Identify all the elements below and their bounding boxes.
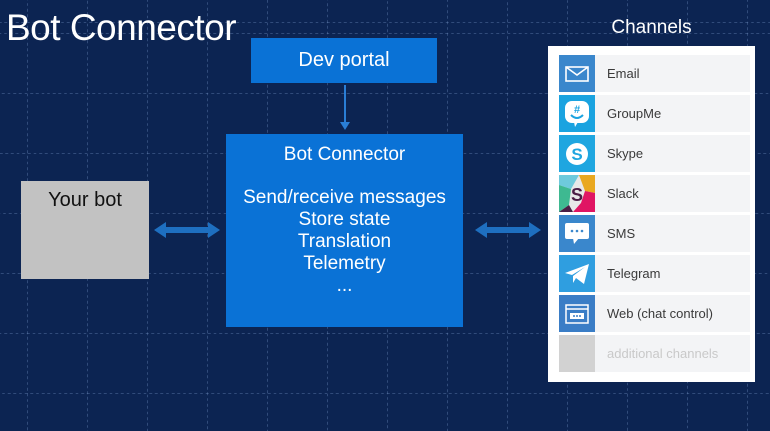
feature-list: Send/receive messages Store state Transl… [226, 187, 463, 297]
your-bot-label: Your bot [48, 189, 122, 211]
double-arrow-icon [154, 222, 220, 238]
envelope-icon [559, 55, 595, 92]
feature-item: Send/receive messages [243, 187, 446, 208]
channel-skype: S Skype [559, 135, 750, 172]
feature-item: Translation [297, 231, 392, 252]
bot-connector-box: Bot Connector Send/receive messages Stor… [226, 134, 463, 327]
channel-label: Email [607, 66, 640, 81]
feature-item: ... [336, 275, 353, 296]
channel-label: Web (chat control) [607, 306, 713, 321]
skype-icon: S [559, 135, 595, 172]
channel-label: Skype [607, 146, 644, 161]
channel-groupme: # GroupMe [559, 95, 750, 132]
bot-connector-title: Bot Connector [283, 144, 406, 165]
channel-label: additional channels [607, 346, 719, 361]
channels-title: Channels [611, 17, 692, 38]
svg-text:S: S [571, 145, 582, 164]
channel-sms: SMS [559, 215, 750, 252]
double-arrow-icon [475, 222, 541, 238]
feature-item: Telemetry [303, 253, 386, 274]
channel-label: SMS [607, 226, 636, 241]
feature-item: Store state [298, 209, 391, 230]
channel-web-chat: Web (chat control) [559, 295, 750, 332]
channel-email: Email [559, 55, 750, 92]
channel-label: Slack [607, 186, 639, 201]
channels-panel: Email # GroupMe S Skype S Slack [548, 46, 755, 382]
svg-text:#: # [574, 104, 580, 116]
groupme-icon: # [559, 95, 595, 132]
web-chat-icon [559, 295, 595, 332]
dev-portal-label: Dev portal [298, 49, 390, 71]
slack-icon: S [559, 175, 595, 212]
page-title: Bot Connector [6, 7, 237, 48]
channel-slack: S Slack [559, 175, 750, 212]
channel-label: Telegram [607, 266, 661, 281]
channel-label: GroupMe [607, 106, 662, 121]
channel-additional: additional channels [559, 335, 750, 372]
arrow-down-icon [340, 85, 350, 130]
dev-portal-box: Dev portal [251, 38, 437, 83]
your-bot-box: Your bot [21, 181, 149, 279]
telegram-icon [559, 255, 595, 292]
svg-text:S: S [571, 185, 583, 205]
channel-telegram: Telegram [559, 255, 750, 292]
sms-icon [559, 215, 595, 252]
placeholder-icon [559, 335, 595, 372]
